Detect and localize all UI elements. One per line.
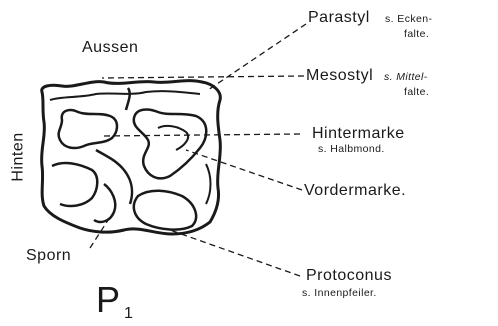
label-hintermarke: Hintermarke (312, 126, 405, 142)
anterior-fold (206, 164, 211, 204)
hintermarke-fossette (59, 110, 117, 148)
label-parastyl-note-2: falte. (404, 29, 429, 40)
vordermarke-inner (158, 126, 188, 150)
protoconus-loop (134, 191, 196, 230)
leader-mesostyl (102, 76, 304, 78)
enamel-rim (50, 91, 200, 100)
label-mesostyl-note-2: falte. (404, 87, 429, 98)
tooth-letter: P (96, 282, 120, 318)
mesostyl-fold (126, 88, 130, 110)
label-hintermarke-note: s. Halbmond. (318, 144, 385, 155)
label-mesostyl-note: s. Mittel- (384, 72, 428, 83)
label-protoconus: Protoconus (306, 268, 392, 284)
label-hinten: Hinten (11, 132, 27, 181)
leader-hintermarke (102, 134, 300, 136)
label-protoconus-note: s. Innenpfeiler. (302, 288, 377, 299)
label-vordermarke: Vordermarke. (304, 183, 406, 199)
tooth-subscript: 1 (124, 306, 133, 322)
vordermarke-fossette (134, 110, 206, 179)
label-parastyl: Parastyl (308, 10, 370, 26)
leader-vordermarke (186, 150, 302, 190)
label-mesostyl: Mesostyl (306, 68, 373, 84)
label-parastyl-note: s. Ecken- (385, 14, 432, 25)
label-aussen: Aussen (82, 40, 138, 56)
label-sporn: Sporn (26, 248, 71, 264)
leader-parastyl (208, 24, 306, 90)
posterior-fold (52, 163, 97, 206)
leader-protoconus (170, 230, 300, 276)
